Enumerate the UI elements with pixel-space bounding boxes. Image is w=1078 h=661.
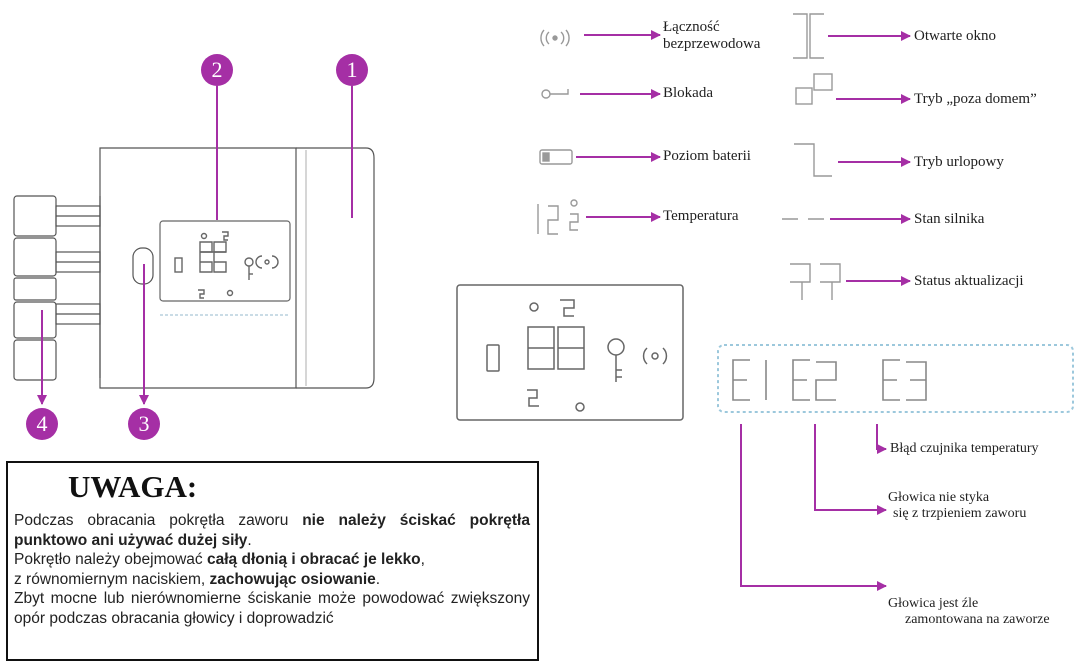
- number-leaders: [37, 77, 357, 405]
- marker-3: 3: [128, 408, 160, 440]
- manual-illustration: [11, 13, 1074, 591]
- label-e3: Błąd czujnika temperatury: [890, 441, 1039, 456]
- label-e2-line1: Głowica nie styka: [888, 490, 990, 505]
- warning-paragraph-3: z równomiernym naciskiem, zachowując osi…: [14, 570, 381, 588]
- warning-title: UWAGA:: [68, 469, 198, 504]
- error-leaders: [740, 424, 887, 591]
- marker-2: 2: [201, 54, 233, 86]
- label-temperature: Temperatura: [663, 208, 739, 224]
- label-wireless: Łączność bezprzewodowa: [663, 19, 761, 52]
- warning-text: Podczas obracania pokrętła zaworu nie na…: [14, 511, 530, 628]
- warning-paragraph-1: Podczas obracania pokrętła zaworu nie na…: [14, 512, 530, 549]
- thermostat-drawing: [13, 147, 375, 389]
- legend-icons-left: [537, 29, 579, 235]
- label-update-status: Status aktualizacji: [914, 273, 1024, 289]
- label-motor-state: Stan silnika: [914, 211, 985, 227]
- label-e2-line2: się z trzpieniem zaworu: [893, 506, 1027, 521]
- large-display: [456, 284, 684, 421]
- label-holiday-mode: Tryb urlopowy: [914, 154, 1004, 170]
- marker-4: 4: [26, 408, 58, 440]
- legend-arrows-left: [576, 30, 661, 222]
- error-codes: [717, 344, 1074, 413]
- label-lock: Blokada: [663, 85, 713, 101]
- label-away-mode: Tryb „poza domem”: [914, 91, 1037, 107]
- legend-icons-right: [782, 13, 841, 300]
- small-display-content: [174, 231, 279, 299]
- warning-box: UWAGA: Podczas obracania pokrętła zaworu…: [6, 461, 539, 661]
- legend-arrows-right: [828, 31, 911, 286]
- label-open-window: Otwarte okno: [914, 28, 997, 44]
- warning-paragraph-4: Zbyt mocne lub nierównomierne ściskanie …: [14, 590, 530, 627]
- marker-1: 1: [336, 54, 368, 86]
- label-e1-line2: zamontowana na zaworze: [905, 612, 1050, 627]
- label-e1-line1: Głowica jest źle: [888, 596, 979, 611]
- label-battery: Poziom baterii: [663, 148, 751, 164]
- warning-paragraph-2: Pokrętło należy obejmować całą dłonią i …: [14, 551, 425, 568]
